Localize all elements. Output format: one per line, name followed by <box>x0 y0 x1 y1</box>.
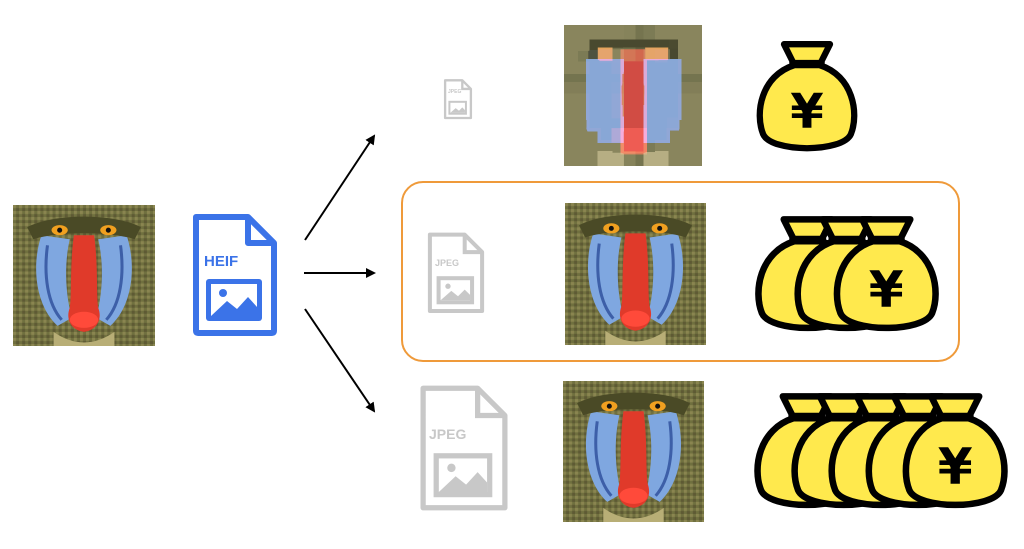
jpeg-label-medium: JPEG <box>435 258 460 268</box>
yen-symbol: ¥ <box>869 260 904 319</box>
jpeg-file-icon-large: JPEG <box>414 384 514 514</box>
output-image-low <box>564 25 702 166</box>
arrow-up <box>304 134 376 241</box>
cost-bags-3: ¥ <box>752 215 942 335</box>
output-image-high <box>563 381 704 522</box>
highlighted-option-frame <box>401 181 960 362</box>
yen-symbol: ¥ <box>790 84 823 140</box>
output-image-medium <box>565 203 706 345</box>
yen-symbol: ¥ <box>938 437 973 496</box>
cost-bags-5: ¥ <box>752 392 1010 512</box>
heif-file-icon: HEIF <box>190 213 280 337</box>
jpeg-label-small: JPEG <box>448 89 462 95</box>
cost-bags-1: ¥ <box>752 40 862 155</box>
arrow-down <box>304 308 376 413</box>
jpeg-label-large: JPEG <box>429 426 467 442</box>
jpeg-file-icon-small: JPEG <box>443 79 473 120</box>
jpeg-file-icon-medium: JPEG <box>425 232 487 315</box>
heif-label: HEIF <box>204 253 239 270</box>
